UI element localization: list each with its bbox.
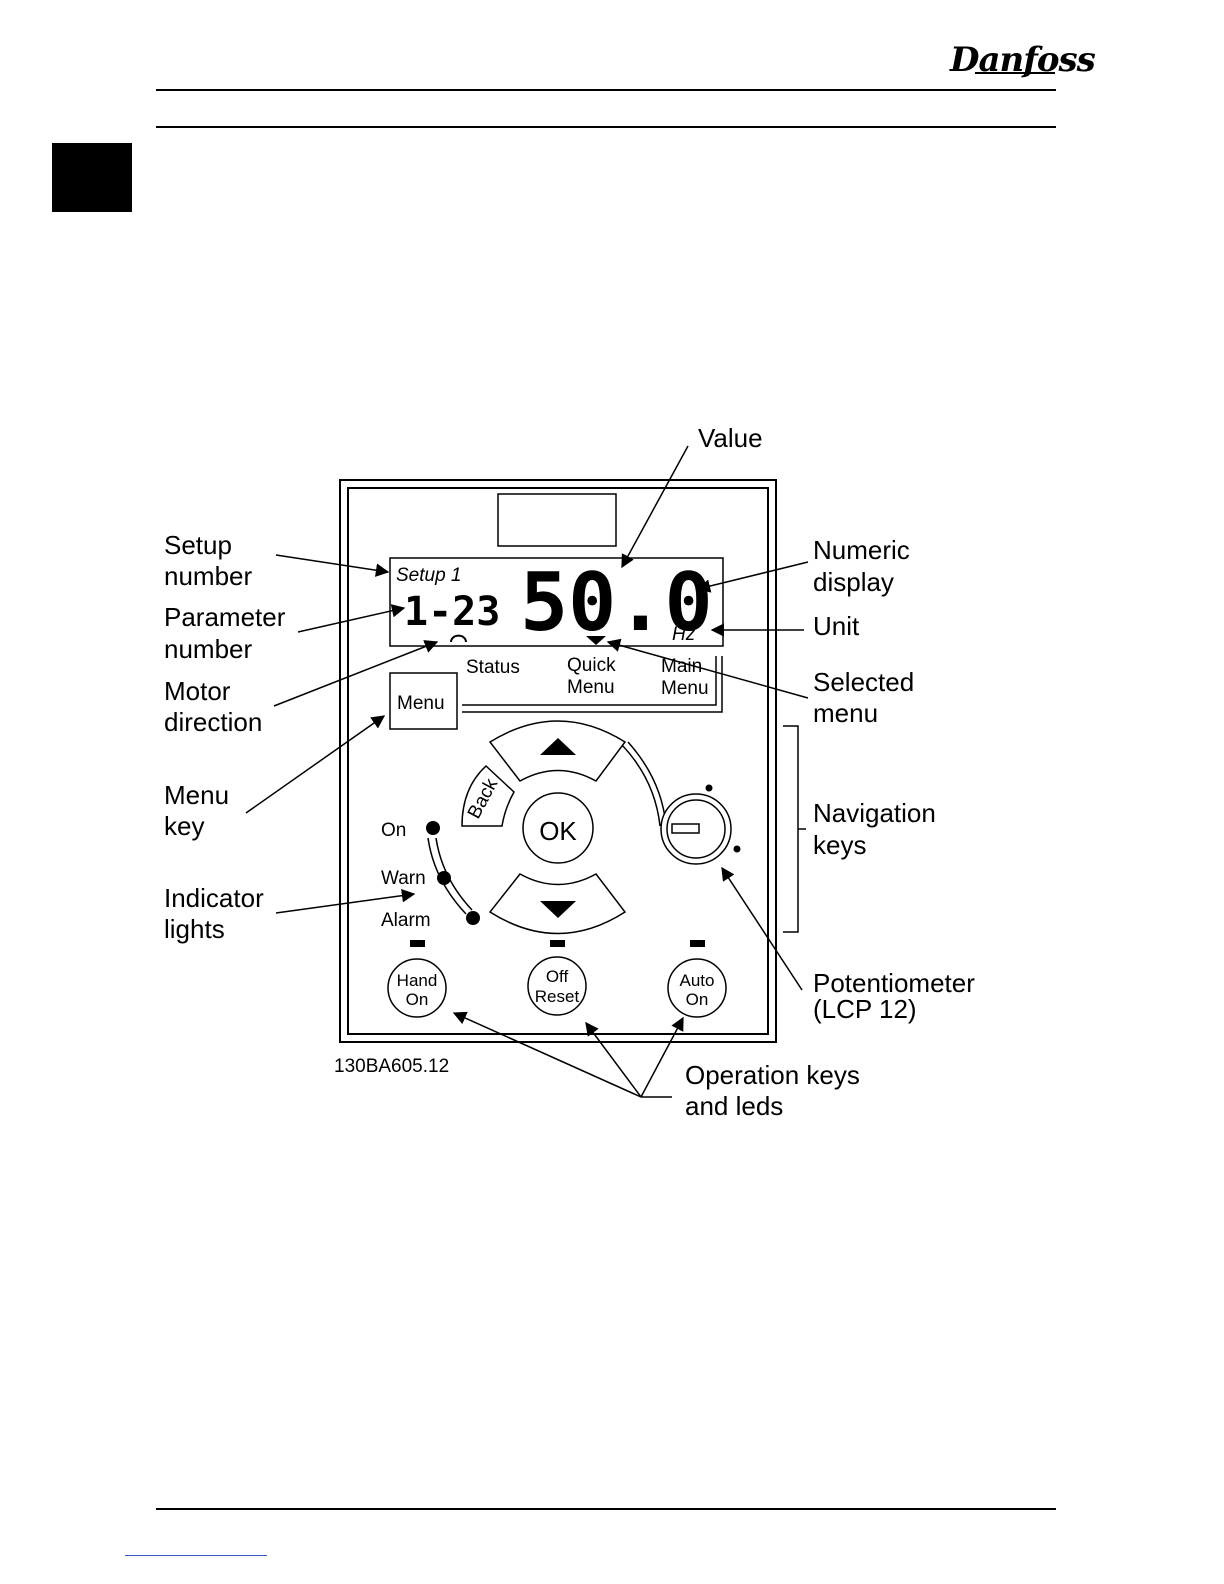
figure-id: 130BA605.12 <box>334 1056 449 1077</box>
hand-on-key-line2: On <box>406 990 429 1009</box>
menu-status[interactable]: Status <box>466 657 520 678</box>
leader-value <box>622 446 688 567</box>
menu-quick-line1[interactable]: Quick <box>567 655 616 676</box>
callout-navigation-keys-2: keys <box>813 830 866 860</box>
leader-operation-hand <box>454 1013 641 1097</box>
setup-label: Setup 1 <box>396 565 462 586</box>
callout-selected-menu-1: Selected <box>813 667 914 697</box>
callout-menu-key-2: key <box>164 811 204 841</box>
indicator-alarm-label: Alarm <box>381 910 431 931</box>
auto-on-key-line1: Auto <box>680 971 715 990</box>
callout-operation-keys-1: Operation keys <box>685 1060 860 1090</box>
hand-led <box>410 940 425 947</box>
callout-value: Value <box>698 423 763 453</box>
leader-parameter-number <box>298 608 404 632</box>
unit-label: Hz <box>672 624 696 645</box>
indicator-on-led <box>426 821 440 835</box>
ok-key-label: OK <box>539 816 577 846</box>
callout-setup-number-1: Setup <box>164 530 232 560</box>
callout-unit: Unit <box>813 611 860 641</box>
potentiometer-dot-top <box>706 785 713 792</box>
potentiometer-dot-right <box>734 846 741 853</box>
auto-led <box>690 940 705 947</box>
callout-motor-direction-1: Motor <box>164 676 231 706</box>
callout-parameter-number-2: number <box>164 634 252 664</box>
off-reset-key-line1: Off <box>546 967 569 986</box>
menu-main-line2[interactable]: Menu <box>661 678 709 699</box>
leader-setup-number <box>276 555 388 572</box>
callout-menu-key-1: Menu <box>164 780 229 810</box>
callout-indicator-lights-1: Indicator <box>164 883 264 913</box>
leader-menu-key <box>246 716 384 813</box>
indicator-on-label: On <box>381 820 406 841</box>
menu-key-label: Menu <box>397 693 445 714</box>
motor-direction-icon <box>451 636 466 642</box>
leader-operation-auto <box>641 1018 683 1097</box>
leader-numeric-display <box>698 562 808 589</box>
callout-numeric-display-2: display <box>813 567 894 597</box>
parameter-number: 1-23 <box>404 589 500 635</box>
leader-potentiometer <box>722 868 802 990</box>
callout-motor-direction-2: direction <box>164 707 262 737</box>
menu-quick-line2[interactable]: Menu <box>567 677 615 698</box>
potentiometer-arc <box>622 742 666 826</box>
callout-indicator-lights-2: lights <box>164 914 225 944</box>
callout-setup-number-2: number <box>164 561 252 591</box>
indicator-alarm-led <box>466 911 480 925</box>
potentiometer-indicator <box>672 824 699 833</box>
auto-on-key-line2: On <box>686 990 709 1009</box>
indicator-warn-led <box>437 871 451 885</box>
off-led <box>550 940 565 947</box>
callout-operation-keys-2: and leds <box>685 1091 783 1121</box>
callout-numeric-display-1: Numeric <box>813 535 910 565</box>
callout-navigation-keys-1: Navigation <box>813 798 936 828</box>
navigation-keys-bracket <box>783 726 806 932</box>
indicator-warn-label: Warn <box>381 868 426 889</box>
callout-selected-menu-2: menu <box>813 698 878 728</box>
off-reset-key-line2: Reset <box>535 987 580 1006</box>
off-reset-key[interactable] <box>528 957 586 1015</box>
callout-potentiometer-2: (LCP 12) <box>813 994 917 1024</box>
callout-parameter-number-1: Parameter <box>164 602 286 632</box>
hand-on-key-line1: Hand <box>397 971 438 990</box>
panel-top-window <box>498 494 616 546</box>
